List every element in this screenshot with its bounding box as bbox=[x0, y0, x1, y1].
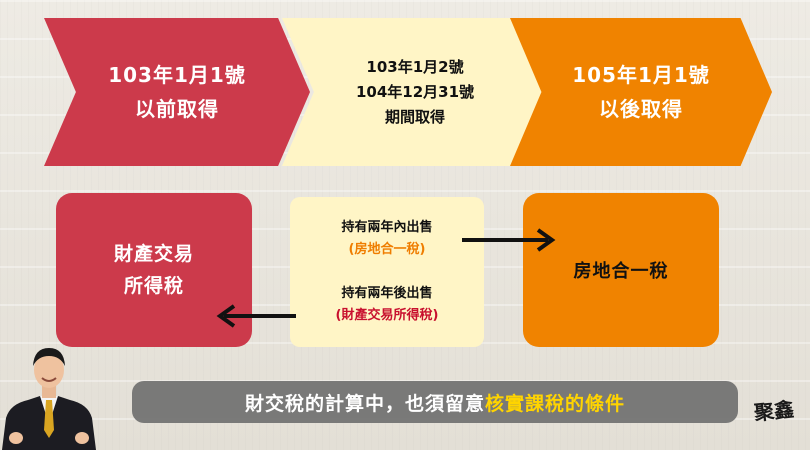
caption-text: 財交稅的計算中，也須留意 bbox=[244, 392, 485, 415]
after-label: 以後取得 bbox=[599, 97, 683, 121]
presenter-avatar bbox=[2, 348, 96, 450]
caption-bar: 財交稅的計算中，也須留意核實課稅的條件 bbox=[132, 381, 738, 423]
between-end-date: 104年12月31號 bbox=[355, 82, 475, 101]
left-box-line2: 所得稅 bbox=[123, 275, 184, 297]
right-box-label: 房地合一稅 bbox=[573, 261, 669, 282]
between-start-date: 103年1月2號 bbox=[366, 57, 464, 76]
left-box-line1: 財產交易 bbox=[113, 243, 194, 265]
timeline-arrow-between: 103年1月2號 104年12月31號 期間取得 bbox=[282, 18, 548, 166]
timeline-arrow-before: 103年1月1號 以前取得 bbox=[44, 18, 310, 166]
before-date: 103年1月1號 bbox=[108, 63, 246, 87]
caption-highlight: 核實課稅的條件 bbox=[485, 392, 626, 415]
property-transaction-tax-box: 財產交易 所得稅 bbox=[56, 193, 252, 347]
arrow-right-icon bbox=[462, 228, 556, 252]
arrow-left-icon bbox=[216, 304, 296, 328]
after-date: 105年1月1號 bbox=[572, 63, 710, 87]
between-label: 期間取得 bbox=[384, 107, 445, 126]
within-two-years-tax: (房地合一稅) bbox=[348, 242, 426, 257]
timeline-arrow-after: 105年1月1號 以後取得 bbox=[510, 18, 772, 166]
logo-text: 聚鑫 bbox=[752, 396, 796, 426]
brand-logo: 聚鑫 bbox=[746, 384, 802, 438]
before-label: 以前取得 bbox=[135, 97, 219, 121]
integrated-tax-box: 房地合一稅 bbox=[523, 193, 719, 347]
within-two-years-label: 持有兩年內出售 bbox=[341, 220, 433, 235]
after-two-years-label: 持有兩年後出售 bbox=[341, 286, 433, 301]
after-two-years-tax: (財產交易所得稅) bbox=[335, 308, 439, 323]
holding-period-box: 持有兩年內出售 (房地合一稅) 持有兩年後出售 (財產交易所得稅) bbox=[290, 197, 484, 347]
